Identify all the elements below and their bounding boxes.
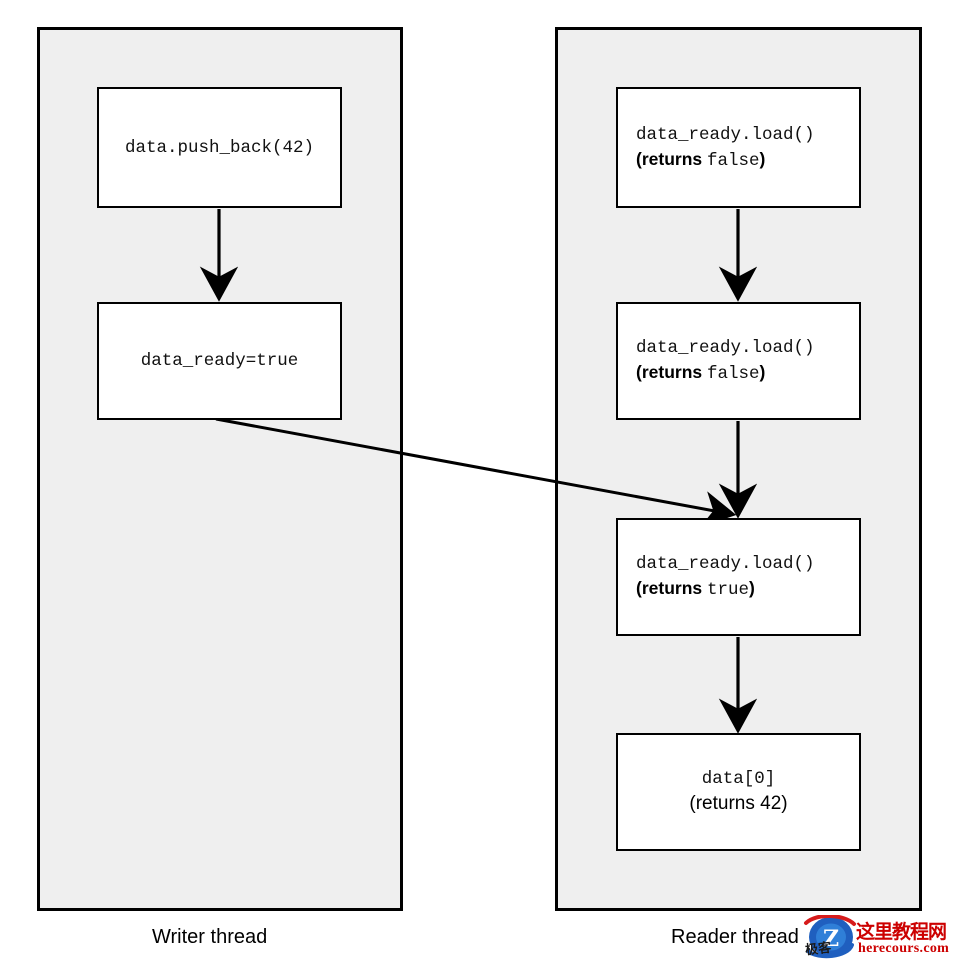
reader-step-1-code: data_ready.load()	[636, 124, 815, 145]
svg-text:Z: Z	[823, 926, 839, 952]
reader-step-1-returns-value: false	[706, 150, 760, 171]
watermark: Z 这里教程网 herecours.com 极客	[800, 914, 958, 963]
reader-step-2-returns-suffix: )	[759, 362, 766, 382]
reader-step-4-result: (returns 42)	[689, 793, 788, 814]
arrow-writer-step2-to-reader-step3	[215, 417, 737, 527]
writer-step-1-code: data.push_back(42)	[124, 137, 315, 158]
writer-step-1-box[interactable]: data.push_back(42)	[97, 87, 342, 208]
watermark-logo-icon: Z	[804, 914, 856, 959]
reader-step-2-result: (returns false)	[636, 362, 859, 384]
writer-step-2-box[interactable]: data_ready=true	[97, 302, 342, 420]
reader-step-4-box[interactable]: data[0] (returns 42)	[616, 733, 861, 851]
watermark-url: herecours.com	[858, 941, 950, 956]
reader-step-3-box[interactable]: data_ready.load() (returns true)	[616, 518, 861, 636]
watermark-chinese-title: 这里教程网	[856, 921, 947, 943]
reader-step-3-code: data_ready.load()	[636, 554, 815, 574]
reader-step-2-returns-value: false	[706, 364, 760, 384]
reader-step-4-code: data[0]	[701, 769, 776, 789]
writer-thread-label: Writer thread	[152, 926, 268, 948]
reader-step-2-code: data_ready.load()	[636, 338, 815, 358]
reader-step-3-returns-prefix: (returns	[636, 578, 707, 598]
reader-step-1-box[interactable]: data_ready.load() (returns false)	[616, 87, 861, 208]
reader-step-3-returns-value: true	[706, 580, 749, 600]
reader-step-1-returns-suffix: )	[759, 148, 766, 169]
watermark-chinese-sub: 极客	[804, 940, 832, 959]
reader-thread-label: Reader thread	[671, 926, 799, 948]
reader-step-1-result: (returns false)	[636, 149, 859, 171]
reader-step-1-returns-prefix: (returns	[636, 148, 707, 169]
writer-step-2-code: data_ready=true	[140, 351, 299, 371]
reader-step-3-returns-suffix: )	[749, 578, 755, 598]
reader-step-3-result: (returns true)	[636, 578, 859, 600]
reader-step-2-returns-prefix: (returns	[636, 362, 707, 382]
reader-step-2-box[interactable]: data_ready.load() (returns false)	[616, 302, 861, 420]
